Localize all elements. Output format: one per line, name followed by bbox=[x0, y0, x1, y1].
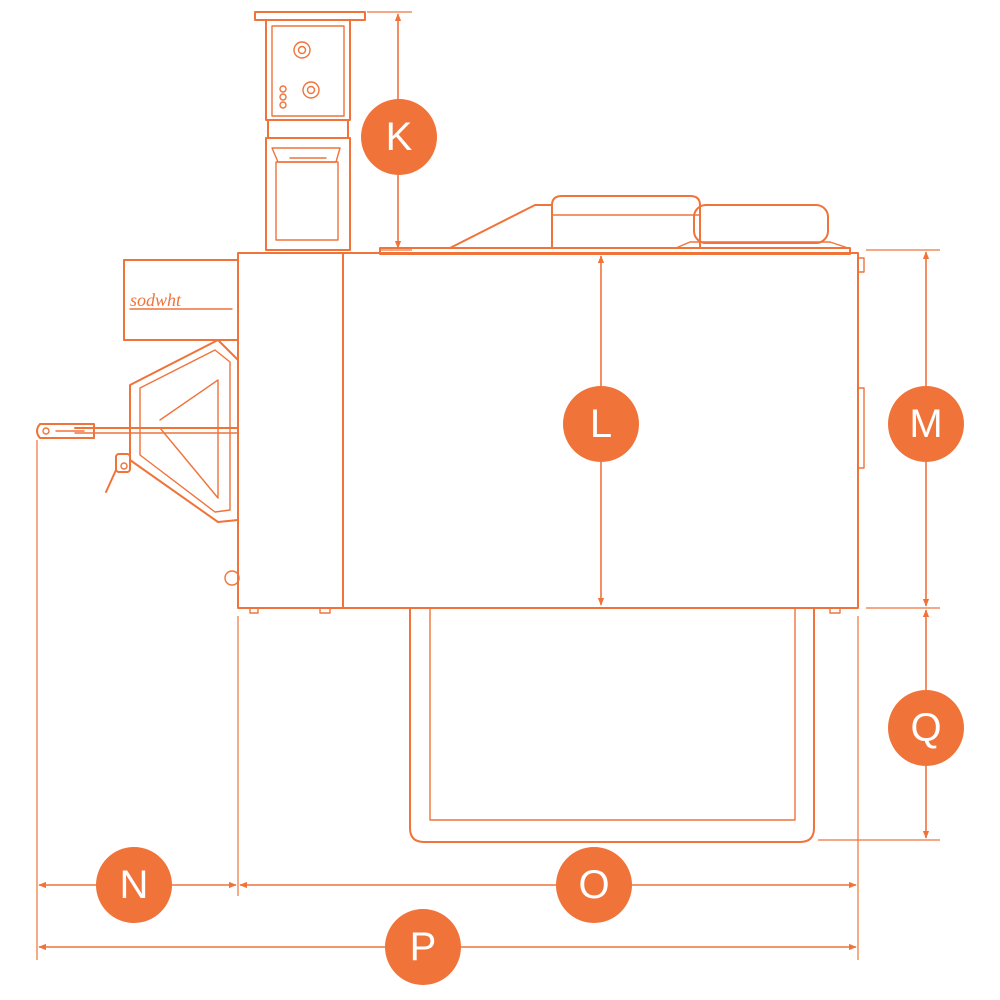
dimension-label-q: Q bbox=[910, 706, 941, 750]
dimension-badge-m: M bbox=[888, 386, 964, 462]
dimension-label-p: P bbox=[410, 925, 437, 969]
extension-lines bbox=[36, 11, 940, 960]
logo-panel: sodwht bbox=[123, 259, 239, 341]
dimension-badge-p: P bbox=[385, 909, 461, 985]
main-body bbox=[224, 252, 865, 614]
dimension-label-n: N bbox=[120, 863, 149, 907]
control-tower bbox=[254, 11, 366, 251]
dimension-badge-n: N bbox=[96, 847, 172, 923]
dimension-label-m: M bbox=[909, 402, 942, 446]
top-hood bbox=[379, 195, 851, 255]
dimension-label-l: L bbox=[590, 402, 612, 446]
dimension-label-o: O bbox=[578, 863, 609, 907]
dimension-label-k: K bbox=[386, 115, 413, 159]
dimension-badge-k: K bbox=[361, 99, 437, 175]
dimension-badge-l: L bbox=[563, 386, 639, 462]
base-frame bbox=[409, 607, 815, 843]
dimension-lines bbox=[38, 13, 930, 951]
feed-chute bbox=[36, 339, 239, 523]
dimension-badge-o: O bbox=[556, 847, 632, 923]
dimension-badge-q: Q bbox=[888, 690, 964, 766]
brand-logo-text: sodwht bbox=[130, 290, 182, 310]
